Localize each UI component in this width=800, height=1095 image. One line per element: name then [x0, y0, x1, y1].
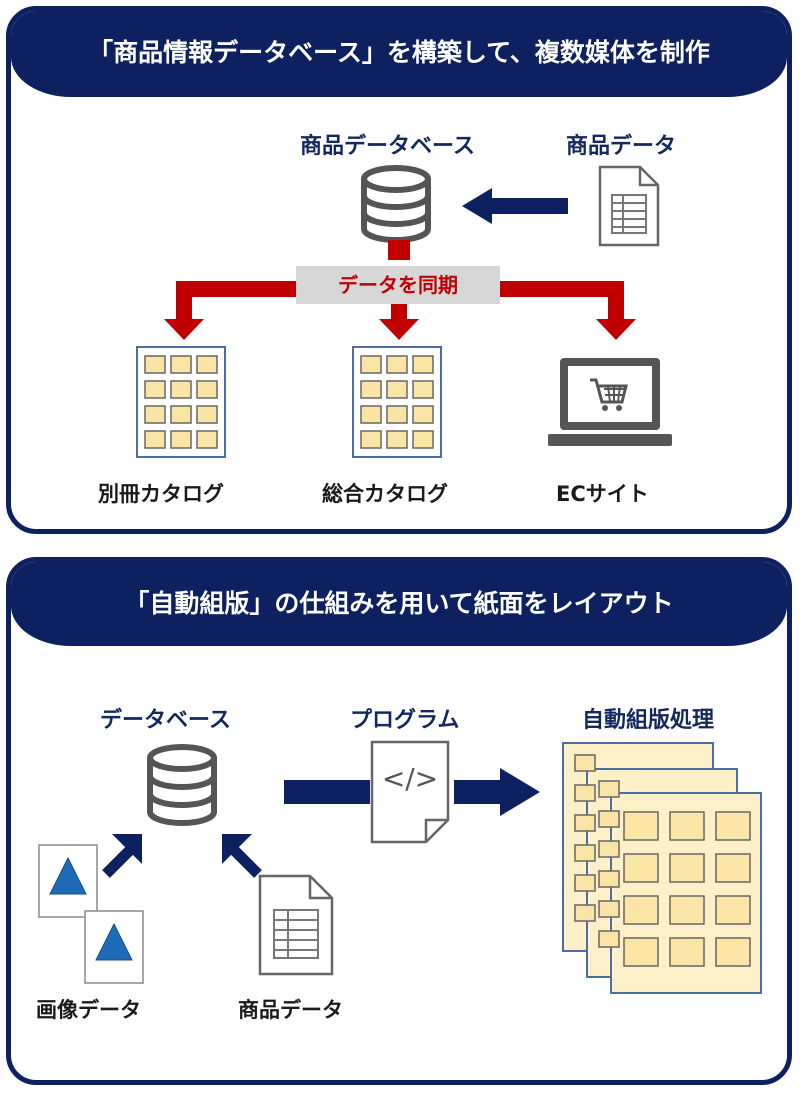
- code-document-icon: </>: [370, 740, 450, 844]
- code-glyph: </>: [382, 762, 438, 795]
- database-icon: [147, 744, 217, 826]
- image-icon: [38, 844, 98, 918]
- general-catalog-icon: [352, 346, 442, 458]
- laptop-cart-icon: [548, 358, 672, 446]
- product-database-label: 商品データベース: [300, 134, 475, 159]
- spreadsheet-document-icon: [258, 874, 334, 976]
- arrow-up-left-icon: [222, 834, 262, 878]
- section-title-2: 「自動組版」の仕組みを用いて紙面をレイアウト: [11, 562, 787, 646]
- product-data-label-2: 商品データ: [238, 998, 343, 1022]
- arrow-up-right-icon: [102, 834, 142, 878]
- sync-arrows: [164, 240, 636, 340]
- image-icon: [84, 910, 144, 984]
- section-title: 「商品情報データベース」を構築して、複数媒体を制作: [11, 11, 787, 97]
- database-label: データベース: [100, 708, 231, 733]
- output-label-ec-site: ECサイト: [556, 482, 649, 506]
- output-label-separate-catalog: 別冊カタログ: [98, 482, 224, 506]
- spreadsheet-document-icon: [598, 165, 660, 247]
- product-data-label: 商品データ: [566, 134, 677, 159]
- auto-typesetting-label: 自動組版処理: [582, 708, 715, 733]
- flow-arrow: [284, 768, 540, 816]
- sync-label: データを同期: [296, 266, 500, 304]
- arrow-left-icon: [462, 188, 568, 224]
- output-label-general-catalog: 総合カタログ: [322, 482, 448, 506]
- program-label: プログラム: [350, 708, 460, 733]
- image-data-label: 画像データ: [36, 998, 141, 1022]
- separate-catalog-icon: [136, 346, 226, 458]
- typeset-pages-icon: [562, 742, 762, 994]
